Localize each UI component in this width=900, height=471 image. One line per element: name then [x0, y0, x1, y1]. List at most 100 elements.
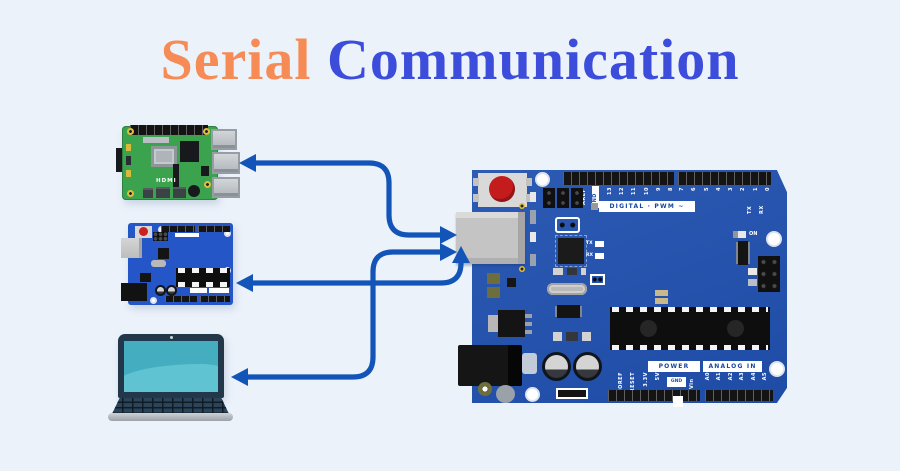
small-power-header: [165, 296, 197, 302]
uno-vreg-tab: [488, 315, 498, 332]
uno-chip-dimple: [640, 320, 657, 337]
small-reset-button: [139, 227, 148, 236]
arrowhead-at-rpi: [239, 154, 256, 172]
uno-mount-hole: [766, 231, 782, 247]
rpi-chip-small: [143, 137, 169, 143]
uno-mount-hole-olive: [478, 382, 492, 396]
uno-ic-small: [738, 241, 748, 265]
arrow-laptop-to-uno: [247, 249, 440, 380]
uno-passive: [553, 268, 563, 275]
uno-jack-pin: [522, 353, 537, 374]
small-digital-header: [198, 226, 230, 232]
title-word-serial: Serial: [160, 27, 312, 92]
uno-passive: [567, 268, 577, 275]
uno-jp-header: [590, 274, 605, 285]
small-capacitor: [155, 285, 166, 296]
uno-on-led: [733, 231, 746, 238]
small-usb-connector: [121, 238, 142, 258]
uno-smd-component: [591, 203, 598, 210]
uno-power-header: [608, 390, 700, 401]
small-mcu-chip: [158, 248, 169, 259]
rpi-ethernet-port: [211, 129, 237, 150]
rpi-audio-jack: [188, 185, 200, 197]
uno-chip-tx-label: TX: [586, 241, 593, 246]
uno-polyfuse: [487, 273, 500, 284]
rpi-mount-hole: [127, 190, 134, 197]
uno-power-band: POWER: [648, 361, 700, 372]
uno-icsp-header: [758, 256, 780, 292]
uno-passive: [748, 268, 757, 275]
uno-passive: [530, 192, 536, 202]
uno-voltage-regulator: [498, 310, 525, 337]
uno-component-round: [496, 385, 515, 403]
rpi-mount-hole: [203, 128, 210, 135]
arrowhead-at-small-arduino: [236, 274, 253, 292]
small-analog-header: [200, 296, 230, 302]
uno-jp2-header: [555, 217, 580, 233]
laptop-screen: [124, 341, 218, 392]
uno-passive: [530, 254, 536, 266]
uno-analog-header: [705, 390, 773, 401]
uno-transistor: [507, 278, 516, 287]
uno-reset-leg: [473, 178, 479, 186]
uno-power-gnd-label: GND: [667, 377, 686, 387]
laptop-webcam: [170, 336, 173, 339]
uno-usb-connector: [456, 212, 525, 264]
arrow-small-arduino-to-uno: [252, 260, 464, 286]
small-power-jack: [121, 283, 147, 301]
small-icsp-header: [153, 232, 168, 241]
uno-usb-interface-chip: [555, 235, 587, 267]
small-atmega-chip: [176, 268, 230, 287]
laptop: [88, 330, 238, 425]
uno-solder-pad: [519, 203, 525, 209]
rpi-component: [126, 156, 131, 165]
uno-chip-rx-label: RX: [586, 253, 593, 258]
uno-reset-leg: [526, 194, 532, 202]
uno-rx-led: [595, 253, 604, 259]
rpi-component: [126, 170, 131, 177]
small-digital-header: [161, 226, 195, 232]
rpi-soc: [151, 146, 177, 167]
small-voltage-regulator: [140, 273, 151, 282]
uno-reset-button: [489, 176, 515, 202]
uno-op-amp-chip: [557, 305, 580, 318]
rpi-camera-connector: [173, 164, 179, 192]
uno-solder-pad: [519, 266, 525, 272]
uno-mount-hole: [769, 361, 785, 377]
uno-capacitor: [542, 352, 571, 381]
rpi-usb-port: [212, 177, 240, 198]
rpi-micro-hdmi-port: [173, 187, 186, 198]
uno-passive: [553, 332, 562, 341]
small-capacitor: [166, 285, 177, 296]
arduino-small-board: [118, 222, 244, 307]
uno-passive: [530, 210, 536, 224]
uno-chip-dimple: [727, 320, 744, 337]
arrowhead-at-uno-usb-mid: [440, 243, 457, 261]
rpi-component: [126, 144, 131, 151]
title-word-communication: Communication: [326, 27, 740, 92]
uno-analog-band: ANALOG IN: [703, 361, 762, 372]
small-analog-band: [209, 288, 229, 293]
uno-mount-hole: [525, 387, 540, 402]
rpi-usbc-port: [143, 188, 153, 198]
rpi-ram-chip: [180, 141, 199, 162]
laptop-base: [108, 413, 233, 421]
uno-icsp2-header: [543, 188, 555, 208]
rpi-display-connector: [116, 148, 122, 172]
uno-icsp2-header: [557, 188, 569, 208]
rpi-mount-hole: [127, 128, 134, 135]
arrowhead-at-laptop: [231, 368, 248, 386]
uno-crystal-oscillator: [547, 283, 587, 295]
rpi-hdmi-label: HDMI: [156, 178, 177, 184]
laptop-keyboard: [112, 398, 229, 414]
arrowhead-at-uno-usb-up: [452, 246, 470, 263]
rpi-usb-port: [212, 152, 240, 174]
rpi-micro-hdmi-port: [156, 187, 170, 198]
uno-gnd-tab: [673, 396, 683, 407]
small-crystal: [151, 260, 166, 267]
uno-atmega328-chip: [610, 307, 770, 350]
uno-capacitor: [573, 352, 602, 381]
